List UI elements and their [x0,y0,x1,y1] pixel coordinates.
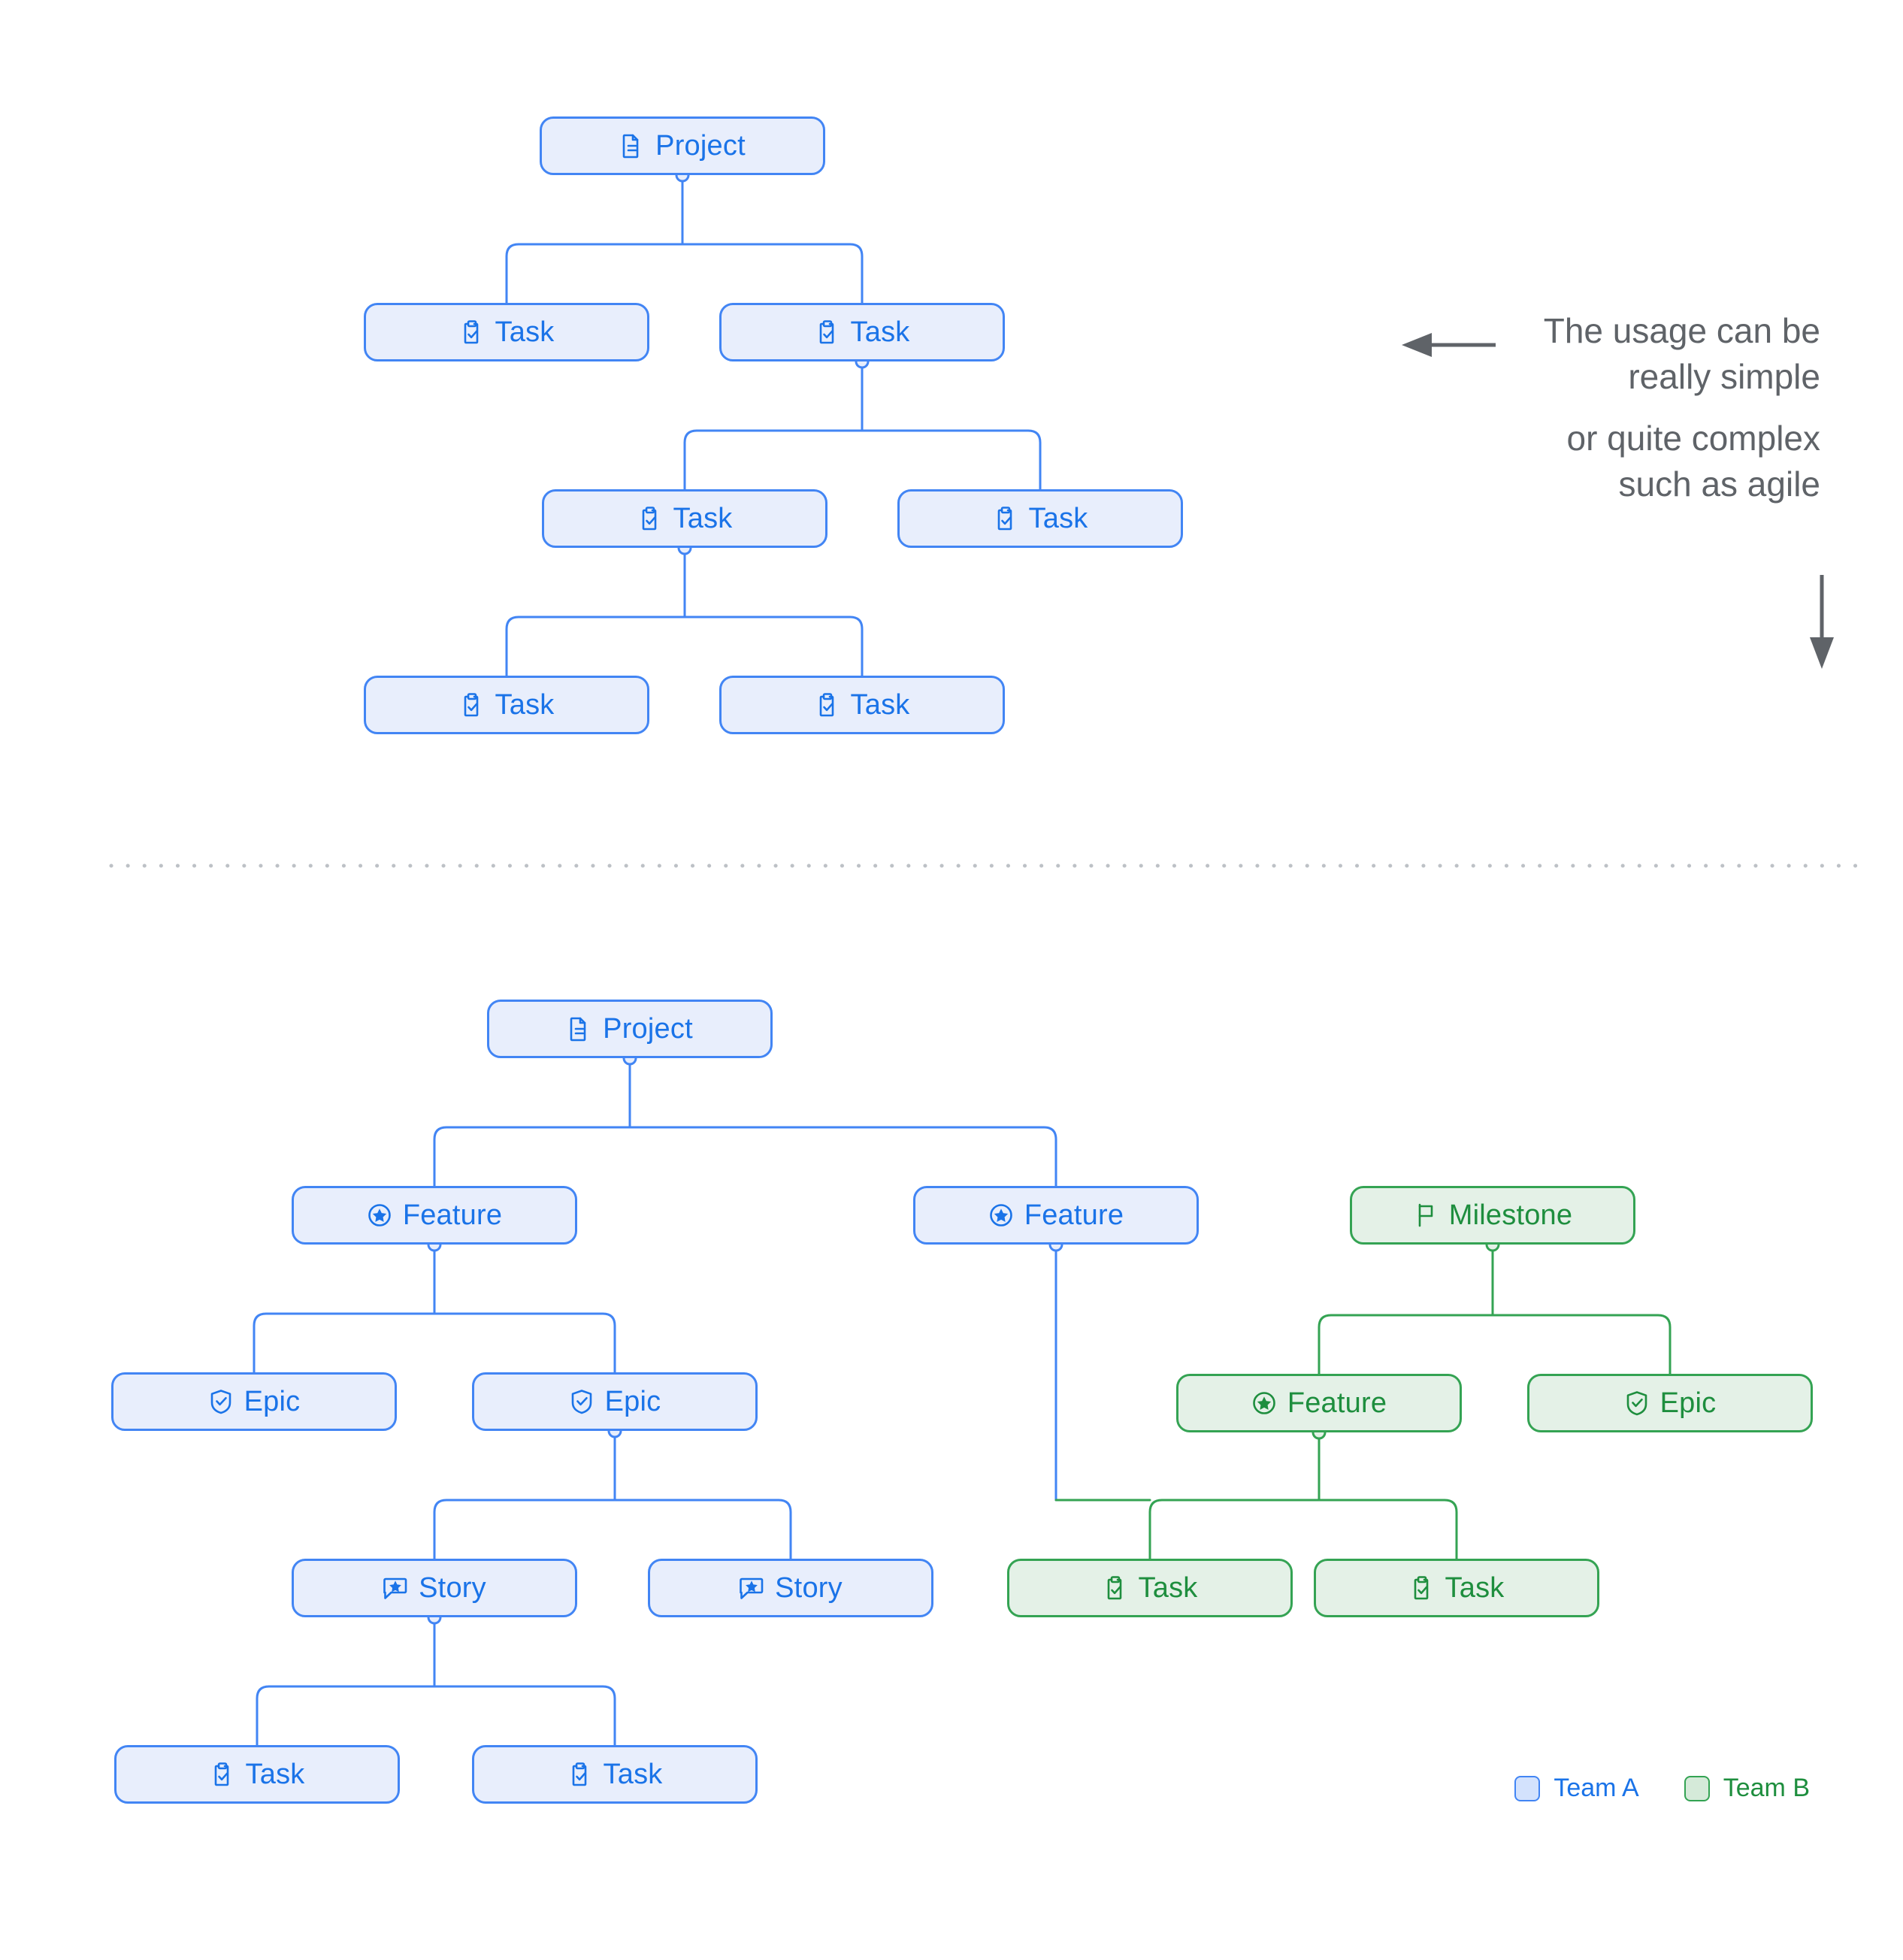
node-label: Task [1138,1572,1198,1604]
shield-check-icon [569,1389,594,1414]
node-label: Feature [1024,1199,1124,1231]
node-feature[interactable]: Feature [913,1186,1199,1245]
square-swatch-icon [1514,1775,1541,1801]
connector-line [433,1685,616,1747]
node-story[interactable]: Story [648,1559,933,1617]
connector-line [256,1685,436,1747]
node-label: Task [495,689,555,721]
connector-line [683,616,864,677]
connector-line [253,1312,436,1374]
connector-line [433,1499,616,1560]
node-project[interactable]: Project [540,116,825,175]
annotation-line-1: The usage can be [1543,311,1820,350]
connector-line [628,1126,1057,1187]
node-label: Feature [1287,1387,1387,1419]
clipboard-check-icon [459,319,485,345]
flag-icon [1413,1202,1439,1228]
annotation-line-3: or quite complex [1566,419,1821,458]
shield-check-icon [1624,1390,1650,1416]
node-project[interactable]: Project [487,1000,773,1058]
connector-line [613,1499,792,1560]
node-epic[interactable]: Epic [472,1372,758,1431]
node-feature[interactable]: Feature [292,1186,577,1245]
clipboard-check-icon [1409,1575,1435,1601]
connector-line [683,429,864,491]
document-icon [567,1016,592,1042]
star-circle-icon [1251,1390,1277,1416]
connector-line [1318,1314,1494,1375]
star-circle-icon [988,1202,1014,1228]
node-label: Task [495,316,555,348]
square-swatch-icon [1684,1775,1710,1801]
legend-label: Team B [1723,1774,1810,1802]
node-label: Task [603,1759,663,1790]
annotation-line-4: such as agile [1618,464,1821,504]
connector-line [1148,1499,1321,1560]
node-task[interactable]: Task [472,1745,758,1804]
node-label: Project [655,130,746,162]
node-milestone[interactable]: Milestone [1350,1186,1635,1245]
connector-line [681,243,864,304]
story-bubble-icon [739,1575,764,1601]
node-label: Task [673,503,733,534]
clipboard-check-icon [210,1762,235,1787]
connector-line [861,429,1042,491]
connector-line [433,1126,631,1187]
node-epic[interactable]: Epic [111,1372,397,1431]
node-label: Epic [604,1386,661,1417]
node-label: Task [1445,1572,1505,1604]
node-label: Project [603,1013,693,1045]
connector-line [433,1312,616,1374]
clipboard-check-icon [1103,1575,1128,1601]
clipboard-check-icon [815,319,840,345]
node-story[interactable]: Story [292,1559,577,1617]
arrow-down-icon [1810,575,1834,669]
clipboard-check-icon [637,506,663,531]
node-feature[interactable]: Feature [1176,1374,1462,1432]
annotation-text: The usage can be really simple or quite … [1467,308,1820,507]
connector-line [505,616,686,677]
node-task[interactable]: Task [897,489,1183,548]
legend-item[interactable]: Team A [1514,1774,1639,1803]
node-task[interactable]: Task [542,489,827,548]
clipboard-check-icon [993,506,1018,531]
node-label: Epic [1659,1387,1717,1419]
node-label: Feature [402,1199,503,1231]
document-icon [619,133,645,159]
clipboard-check-icon [815,692,840,718]
connector-line [1318,1499,1458,1560]
annotation-line-2: really simple [1628,356,1820,396]
legend-label: Team A [1554,1774,1639,1802]
legend: Team A Team B [1514,1774,1810,1803]
node-label: Task [850,689,910,721]
story-bubble-icon [383,1575,408,1601]
node-label: Epic [244,1386,301,1417]
clipboard-check-icon [459,692,485,718]
node-task[interactable]: Task [364,676,649,734]
node-label: Story [775,1572,843,1604]
node-task[interactable]: Task [1007,1559,1293,1617]
legend-item[interactable]: Team B [1684,1774,1810,1803]
node-epic[interactable]: Epic [1527,1374,1813,1432]
node-task[interactable]: Task [719,303,1005,361]
connector-line [1491,1314,1672,1375]
shield-check-icon [208,1389,234,1414]
star-circle-icon [367,1202,392,1228]
node-label: Task [1028,503,1088,534]
node-label: Story [419,1572,486,1604]
node-task[interactable]: Task [114,1745,400,1804]
connector-line [505,243,684,304]
node-task[interactable]: Task [719,676,1005,734]
node-task[interactable]: Task [364,303,649,361]
clipboard-check-icon [567,1762,593,1787]
node-label: Task [245,1759,305,1790]
node-label: Milestone [1448,1199,1573,1231]
node-task[interactable]: Task [1314,1559,1599,1617]
node-label: Task [850,316,910,348]
